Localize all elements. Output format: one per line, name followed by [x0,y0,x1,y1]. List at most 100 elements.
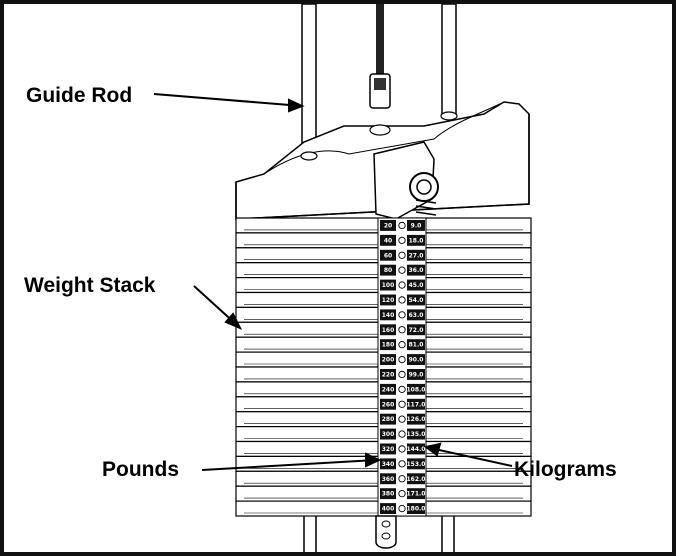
pound-value: 300 [382,431,395,438]
kilogram-value: 126.0 [407,416,426,423]
pound-value: 240 [382,386,395,393]
kilogram-value: 90.0 [409,357,424,364]
guide-rod-right [441,4,457,115]
selector-hole [398,281,406,289]
kilogram-value: 72.0 [409,327,424,334]
selector-hole [398,326,406,334]
selector-hole [398,385,406,393]
pound-value: 280 [382,416,395,423]
pound-value: 60 [384,252,392,259]
pound-marker [380,354,396,365]
cable-clamp-detail [374,78,386,90]
selector-hole [398,475,406,483]
kilogram-marker [407,473,425,485]
selector-hole [398,266,406,274]
selector-hole [398,355,406,364]
selector-hole [398,221,406,230]
kilograms-leader [429,447,513,467]
pound-marker [380,443,396,455]
pound-marker [380,503,396,514]
guide-rod-leader [153,93,303,107]
selector-hole [398,400,406,408]
selector-hole [398,370,406,379]
pound-marker [380,279,396,291]
kilogram-marker [407,458,425,470]
pound-value: 100 [382,282,395,289]
selector-stem-bottom [375,515,397,549]
selector-hole [398,460,406,468]
kilogram-marker [407,413,425,425]
pound-marker [380,398,396,410]
guide-rod-arrowhead [288,98,305,113]
pound-marker [380,383,396,395]
kilogram-marker [407,279,425,291]
kilogram-value: 135.0 [407,431,426,438]
pound-marker [380,428,396,440]
pound-marker [380,234,396,246]
kilogram-value: 36.0 [409,267,424,274]
kilogram-value: 63.0 [409,312,424,319]
pound-value: 160 [382,327,395,334]
pound-marker [380,294,396,306]
pound-marker [380,488,396,500]
kilograms-label: Kilograms [514,458,617,481]
pound-value: 180 [382,342,395,349]
selector-hole [398,296,406,304]
pound-marker [380,324,396,336]
guide-rod-right-bottom [441,513,455,552]
selector-hole [398,251,406,259]
kilogram-value: 153.0 [407,461,426,468]
pound-value: 40 [384,237,392,244]
kilogram-marker [407,398,425,410]
pound-value: 380 [382,491,395,498]
kilogram-value: 144.0 [407,446,426,453]
kilogram-marker [407,443,425,455]
kilogram-value: 27.0 [409,252,424,259]
kilogram-marker [407,294,425,306]
kilogram-value: 180.0 [407,506,426,513]
kilogram-value: 117.0 [407,401,426,408]
kilogram-marker [407,339,425,351]
kilogram-marker [407,383,425,395]
selector-hole [398,504,406,513]
guide-rod-label: Guide Rod [26,84,133,107]
kilogram-marker [407,354,425,365]
weight-stack-arrowhead [224,312,243,330]
kilogram-value: 54.0 [409,297,424,304]
pound-marker [380,264,396,276]
kilogram-marker [407,369,425,380]
kilogram-marker [407,234,425,246]
kilogram-marker [407,488,425,500]
kilogram-value: 171.0 [407,491,426,498]
pound-value: 80 [384,267,392,274]
kilogram-marker [407,324,425,336]
selector-hole [398,430,406,438]
pounds-leader [201,459,377,471]
kilogram-value: 18.0 [409,237,424,244]
cable [376,4,384,74]
pound-value: 20 [384,222,392,229]
kilogram-marker [407,309,425,321]
pound-marker [380,309,396,321]
pound-marker [380,413,396,425]
pound-value: 140 [382,312,395,319]
pound-value: 220 [382,371,395,378]
selector-hole [398,340,406,349]
pound-marker [380,473,396,485]
pound-value: 360 [382,476,395,483]
weight-stack-label: Weight Stack [24,274,156,297]
kilogram-marker [407,220,425,231]
selector-stem-strip [377,217,427,517]
pound-value: 340 [382,461,395,468]
pound-marker [380,458,396,470]
kilogram-marker [407,503,425,514]
pound-marker [380,249,396,261]
kilogram-value: 45.0 [409,282,424,289]
pound-value: 200 [382,357,395,364]
pounds-arrowhead [365,452,382,468]
kilogram-value: 81.0 [409,342,424,349]
selector-hole [398,311,406,319]
kilogram-value: 108.0 [407,386,426,393]
